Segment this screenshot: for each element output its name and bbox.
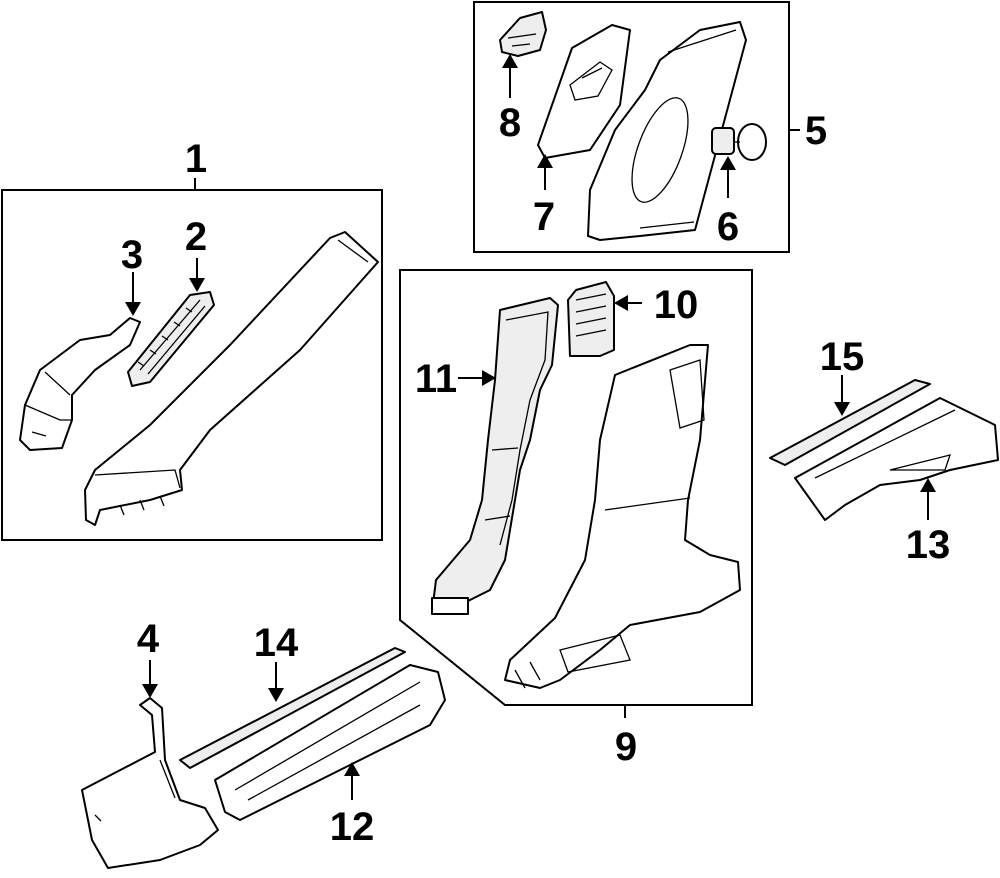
arrowhead-3 [125, 302, 141, 316]
quarter-trim-upper [587, 21, 747, 241]
b-pillar-lower-trim [504, 344, 741, 689]
kick-panel [81, 697, 219, 869]
sill-strip-front [179, 647, 406, 769]
arrowhead-13 [920, 478, 936, 492]
arrowhead-6 [720, 156, 736, 170]
group-box-5 [473, 1, 790, 253]
scuff-plate-front [214, 664, 446, 821]
vent-grille [127, 291, 215, 387]
arrowhead-10 [614, 295, 628, 311]
sill-strip-rear [769, 379, 931, 466]
callout-6: 6 [717, 205, 739, 249]
callout-3: 3 [121, 233, 143, 277]
pillar-fastener [711, 123, 767, 161]
callout-13: 13 [906, 523, 951, 567]
callout-7: 7 [533, 195, 555, 239]
callout-12: 12 [330, 805, 375, 849]
callout-15: 15 [820, 335, 865, 379]
a-pillar-trim [84, 231, 379, 526]
callout-10: 10 [654, 283, 699, 327]
arrowhead-8 [502, 54, 518, 68]
callout-2: 2 [185, 215, 207, 259]
inner-pillar-panel [431, 297, 559, 615]
arrowhead-12 [344, 762, 360, 776]
callout-14: 14 [254, 621, 299, 665]
arrowhead-4 [142, 684, 158, 698]
group-box-1 [1, 189, 383, 541]
group-box-9 [399, 269, 753, 706]
arrowhead-2 [189, 278, 205, 292]
callout-5: 5 [805, 109, 827, 153]
scuff-plate-rear [794, 397, 999, 521]
arrowhead-14 [268, 688, 284, 702]
callout-11: 11 [415, 357, 457, 401]
connector-block [567, 281, 615, 357]
callout-8: 8 [499, 101, 521, 145]
arrowhead-15 [834, 402, 850, 416]
arrowhead-11 [482, 370, 496, 386]
callout-4: 4 [137, 617, 160, 661]
callout-1: 1 [185, 137, 207, 181]
pillar-bracket [19, 317, 141, 451]
arrowhead-7 [537, 154, 553, 168]
b-pillar-cover [537, 24, 631, 159]
upper-clip [499, 11, 547, 57]
callout-9: 9 [615, 725, 637, 769]
